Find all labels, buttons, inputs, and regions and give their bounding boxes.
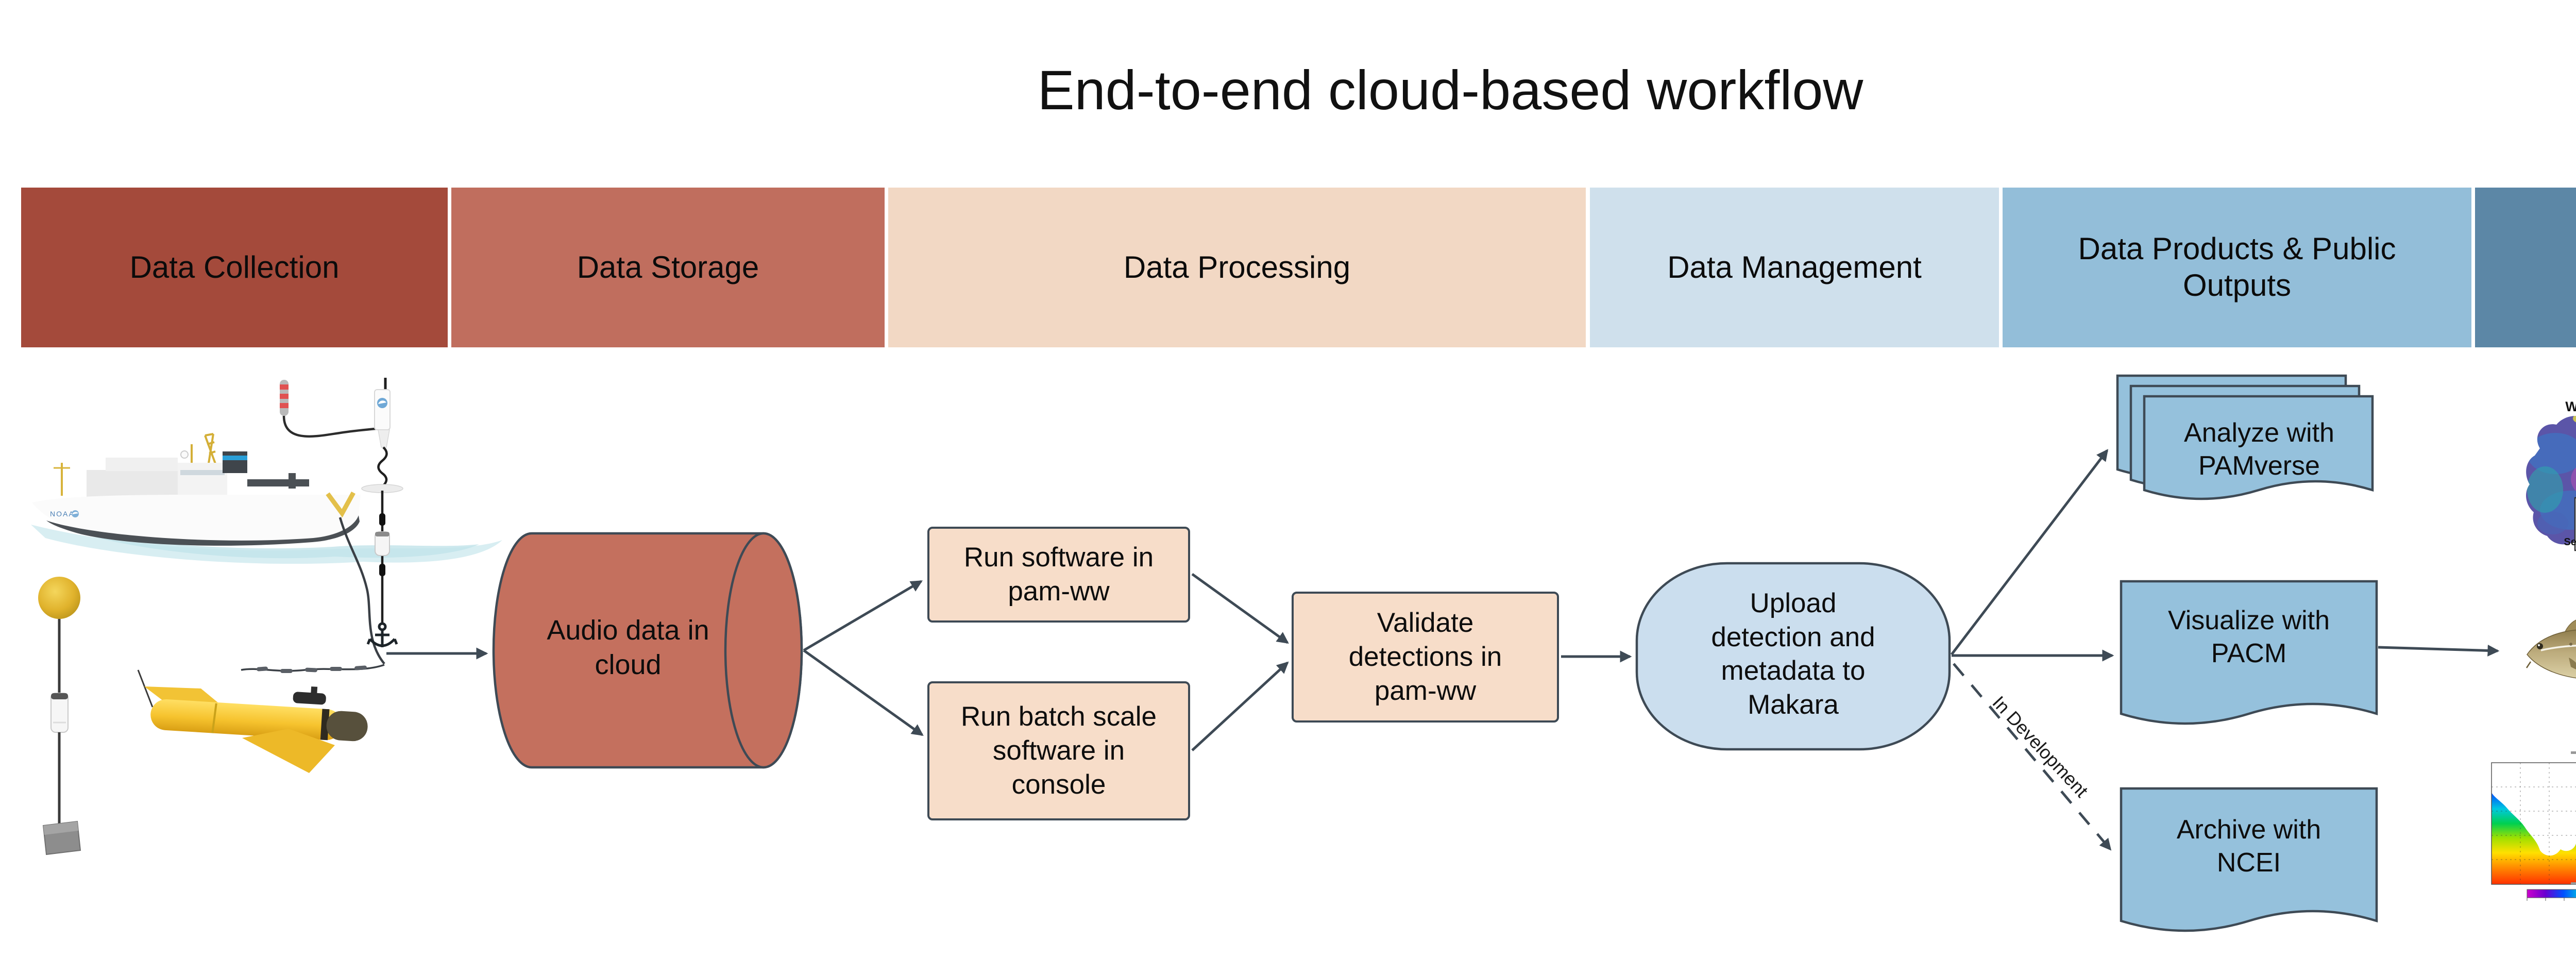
chain-section <box>377 446 388 488</box>
flow-arrows <box>386 449 2500 851</box>
glider-sensor <box>293 692 326 705</box>
glider-body <box>150 699 342 741</box>
moored-buoy-illustration <box>38 577 81 855</box>
funnel <box>223 451 247 473</box>
deckhouse <box>87 470 192 497</box>
arrow-makara-to-pamverse <box>1951 449 2109 656</box>
arrow-cloud-to-batch <box>803 649 924 736</box>
salinity-inset-map: Sea Surface Salinity 36.0 35.0 34.0 33.0… <box>2564 497 2576 551</box>
cod-fish-illustration <box>2526 619 2576 679</box>
phase-label: Data Processing <box>1123 249 1351 284</box>
arrow-batch-to-validate <box>1191 661 1289 751</box>
week13-map-title: Week 13 <box>2565 399 2576 414</box>
phase-band-data-processing: Data Processing <box>888 188 1586 347</box>
cod-lateral-line <box>2540 645 2576 651</box>
hydrophone-instrument <box>50 693 69 733</box>
glider-nose <box>326 711 368 742</box>
node-run-batch-console: Run batch scale software in console <box>927 681 1190 820</box>
node-ncei-document <box>2120 787 2378 932</box>
research-vessel-illustration: NOAA <box>32 433 385 673</box>
node-upload-makara-shape <box>1635 562 1951 751</box>
node-label-pacm: Visualize with PACM <box>2167 606 2330 669</box>
phase-label: Data Products & Public Outputs <box>2078 231 2396 303</box>
node-label-ncei: Archive with NCEI <box>2176 815 2321 878</box>
crane-mast <box>191 433 217 467</box>
towed-array-sensors <box>257 665 367 673</box>
node-run-software-pamww: Run software in pam-ww <box>927 527 1190 623</box>
node-label-audio-cloud: Audio data in cloud <box>547 615 709 680</box>
node-pacm-document <box>2120 580 2378 725</box>
stern-a-frame <box>326 491 355 518</box>
node-audio-cloud-cylinder <box>492 532 803 769</box>
flow-shapes <box>492 374 2378 932</box>
phase-label: Data Collection <box>129 249 340 284</box>
phase-label: Data Management <box>1667 249 1922 284</box>
surface-cable <box>282 415 385 438</box>
sst-colorbar-ticks <box>2527 898 2565 901</box>
output-illustrations: Week 13 2.5 2.0 1.5 1.0 0.5 <box>2491 399 2576 901</box>
week13-map-mottling <box>2527 413 2576 534</box>
phase-band-data-products: Data Products & Public Outputs <box>2003 188 2471 347</box>
data-collection-illustrations: NOAA <box>31 378 502 855</box>
radar-dome <box>180 450 189 459</box>
anchor-icon <box>366 622 398 647</box>
salinity-inset-title: Sea Surface Salinity <box>2564 536 2576 548</box>
phase-band-data-management: Data Management <box>1590 188 1999 347</box>
phase-label: Data Storage <box>577 249 759 284</box>
sst-map-landmass <box>2492 763 2576 856</box>
mooring-line-illustration <box>280 378 403 647</box>
sst-colorbar <box>2527 889 2576 898</box>
node-validate-detections: Validate detections in pam-ww <box>1292 592 1559 723</box>
arrow-cloud-to-pamww <box>803 580 923 652</box>
phase-band-data-storage: Data Storage <box>451 188 885 347</box>
glider-illustration <box>137 669 368 773</box>
page-title: End-to-end cloud-based workflow <box>1037 59 1863 121</box>
hull <box>32 495 361 543</box>
phase-label: Management Applications <box>2548 231 2576 304</box>
buoy-float <box>38 577 80 619</box>
arrow-pacm-to-outputs <box>2378 644 2500 657</box>
cod-barbel <box>2526 661 2532 668</box>
week13-map-illustration: Week 13 2.5 2.0 1.5 1.0 0.5 <box>2526 399 2576 551</box>
subsurface-float <box>375 531 390 556</box>
ship-hull-text: NOAA <box>50 510 75 518</box>
phase-band-management-applications: Management Applications <box>2475 188 2576 347</box>
arrow-pamww-to-validate <box>1191 573 1289 644</box>
phase-band-data-collection: Data Collection <box>21 188 448 347</box>
workflow-phase-header: Data Collection Data Storage Data Proces… <box>21 188 2576 347</box>
sst-map-illustration <box>2491 751 2576 901</box>
cod-spots <box>2569 643 2572 646</box>
node-pamverse-documents <box>2116 374 2374 500</box>
glider-wing <box>242 729 335 773</box>
mooring-housing <box>374 389 391 448</box>
sst-map-graticule <box>2492 763 2576 884</box>
node-label-pamverse: Analyze with PAMverse <box>2184 418 2334 481</box>
node-label-upload-makara: Upload detection and metadata to Makara <box>1711 588 1875 720</box>
arrow-makara-to-ncei-dashed <box>1953 663 2112 851</box>
